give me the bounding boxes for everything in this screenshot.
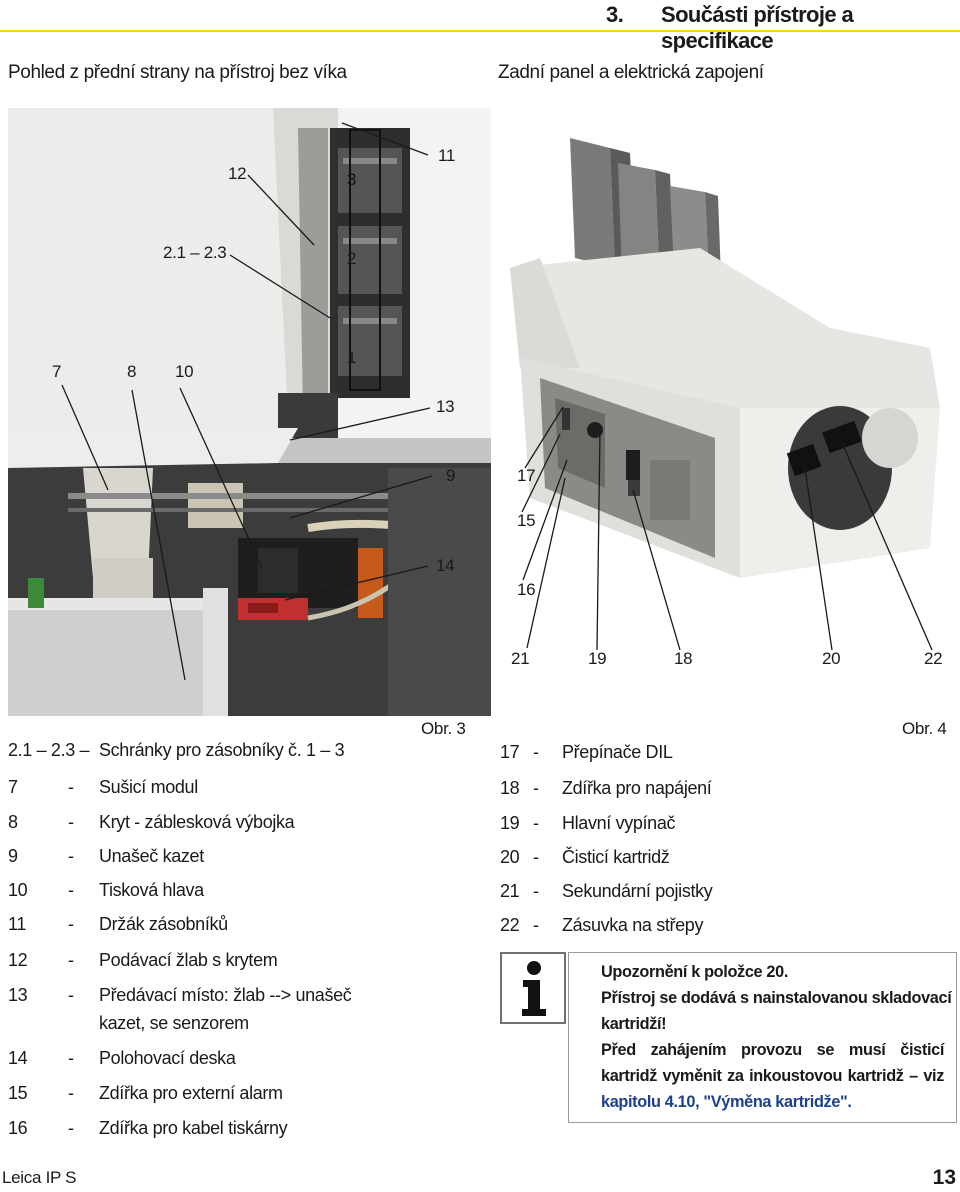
legend-text: Sekundární pojistky [562,881,713,901]
section-number: 3. [606,2,624,27]
callout-7: 7 [52,362,62,381]
legend-num: 10 [8,880,28,900]
header-accent-bar [0,30,960,32]
legend-dash: - [533,742,539,762]
legend-text: Předávací místo: žlab --> unašeč [99,985,352,1005]
legend-text: Zdířka pro kabel tiskárny [99,1118,288,1138]
legend-text: Kryt - záblesková výbojka [99,812,295,832]
rear-view-photo [500,108,958,646]
note-line: Přístroj se dodává s nainstalovanou skla… [601,989,952,1007]
callout-19: 19 [588,649,607,668]
legend-num: 17 [500,742,520,762]
right-heading: Zadní panel a elektrická zapojení [498,62,764,83]
legend-num: 14 [8,1048,28,1068]
legend-dash: - [533,813,539,833]
legend-text: Zásuvka na střepy [562,915,704,935]
legend-num: 9 [8,846,18,866]
legend-num: 22 [500,915,520,935]
callout-9: 9 [446,466,456,485]
note-box: Upozornění k položce 20. Přístroj se dod… [568,952,957,1123]
note-line: kartridž vyměnit za inkoustovou kartridž… [601,1067,944,1085]
legend-num: 2.1 – 2.3 – [8,740,90,760]
legend-text: Zdířka pro napájení [562,778,712,798]
legend-text: Tisková hlava [99,880,204,900]
callout-17: 17 [517,466,536,485]
callout-21: 21 [511,649,530,668]
left-heading: Pohled z přední strany na přístroj bez v… [8,62,347,83]
legend-dash: - [68,777,74,797]
note-line: kartridží! [601,1015,667,1033]
callout-3: 3 [347,170,357,189]
legend-dash: - [533,847,539,867]
legend-text: Schránky pro zásobníky č. 1 – 3 [99,740,345,760]
legend-num: 20 [500,847,520,867]
page-header: 3. Součásti přístroje a specifikace [0,0,960,53]
figure-label-obr-3: Obr. 3 [421,719,466,738]
callout-18: 18 [674,649,693,668]
legend-dash: - [68,1048,74,1068]
callout-12: 12 [228,164,247,183]
legend-dash: - [68,1083,74,1103]
legend-dash: - [68,950,74,970]
page-number: 13 [932,1166,956,1189]
figure-label-obr-4: Obr. 4 [902,719,947,738]
legend-text: kazet, se senzorem [99,1013,249,1033]
legend-text: Přepínače DIL [562,742,673,762]
footer-product: Leica IP S [2,1168,77,1187]
note-line: Před zahájením provozu se musí čisticí [601,1041,944,1059]
legend-text: Čisticí kartridž [562,847,670,867]
callout-16: 16 [517,580,536,599]
legend-num: 11 [8,914,26,934]
legend-dash: - [68,985,74,1005]
legend-num: 18 [500,778,520,798]
callout-14: 14 [436,556,455,575]
callout-22: 22 [924,649,943,668]
legend-dash: - [68,812,74,832]
legend-text: Unašeč kazet [99,846,204,866]
legend-dash: - [68,1118,74,1138]
callout-11: 11 [438,146,456,165]
callout-2-1-2-3: 2.1 – 2.3 [163,243,227,262]
legend-dash: - [533,915,539,935]
legend-dash: - [533,881,539,901]
legend-dash: - [533,778,539,798]
chapter-link[interactable]: kapitolu 4.10, "Výměna kartridže". [601,1093,852,1111]
legend-dash: - [68,846,74,866]
info-icon [500,952,566,1024]
callout-20: 20 [822,649,841,668]
legend-num: 15 [8,1083,28,1103]
callout-13: 13 [436,397,455,416]
legend-num: 21 [500,881,520,901]
legend-num: 8 [8,812,18,832]
callout-8: 8 [127,362,137,381]
section-title: Součásti přístroje a specifikace [661,2,854,53]
callout-1: 1 [347,348,357,367]
legend-num: 13 [8,985,28,1005]
legend-num: 7 [8,777,18,797]
legend-dash: - [68,880,74,900]
note-title: Upozornění k položce 20. [601,963,789,981]
legend-text: Polohovací deska [99,1048,236,1068]
legend-text: Podávací žlab s krytem [99,950,278,970]
callout-10: 10 [175,362,194,381]
legend-text: Sušicí modul [99,777,198,797]
legend-dash: - [68,914,74,934]
legend-text: Držák zásobníků [99,914,228,934]
legend-num: 12 [8,950,28,970]
legend-num: 19 [500,813,520,833]
callout-2: 2 [347,249,357,268]
callout-15: 15 [517,511,536,530]
legend-text: Hlavní vypínač [562,813,676,833]
legend-num: 16 [8,1118,28,1138]
legend-text: Zdířka pro externí alarm [99,1083,283,1103]
